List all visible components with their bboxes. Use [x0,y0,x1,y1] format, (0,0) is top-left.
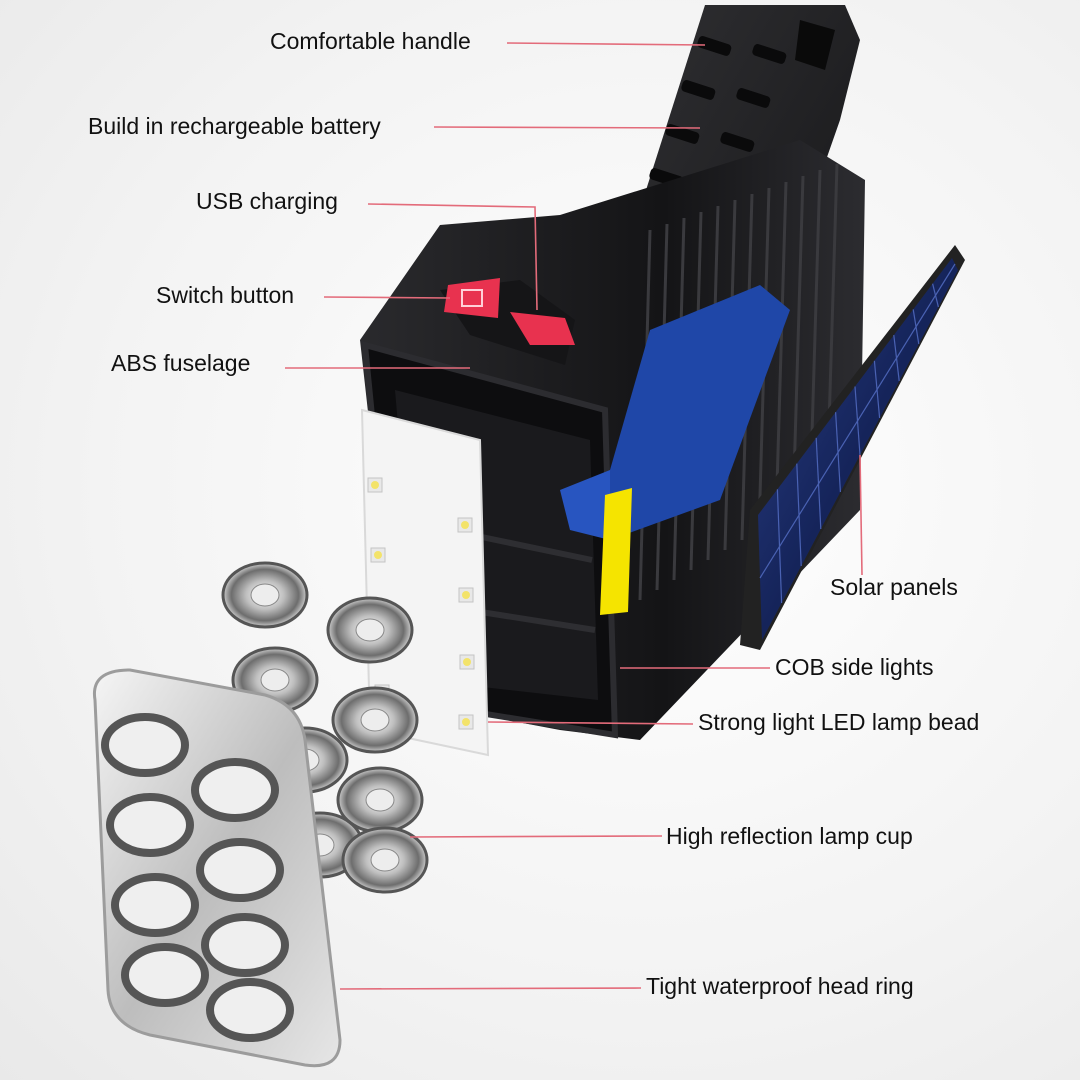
grip-slot [736,88,771,108]
label-solar-panels: Solar panels [830,574,958,600]
label-lamp-cup: High reflection lamp cup [666,823,913,849]
head-ring-hole [106,793,194,857]
led-bead-chip [462,591,470,599]
led-bead-chip [371,481,379,489]
head-ring-hole [111,873,199,937]
head-ring-hole [196,838,284,902]
leader-lines [285,42,863,990]
label-rechargeable-battery: Build in rechargeable battery [88,113,381,139]
label-switch-button: Switch button [156,282,295,308]
leader-line [506,42,706,46]
reflector-cup-center [365,788,395,812]
led-bead-chip [461,521,469,529]
grip-slot [752,44,787,64]
grip-slot [720,132,755,152]
power-icon [461,289,483,307]
led-bead-chip [462,718,470,726]
leader-line [433,126,701,129]
label-head-ring: Tight waterproof head ring [646,973,914,999]
leader-line [323,296,451,299]
switch-button-key [444,278,500,318]
head-ring-hole [101,713,189,777]
head-ring-hole [201,913,289,977]
head-ring-hole [206,978,294,1042]
battery-cell [610,285,790,540]
label-led-lamp-bead: Strong light LED lamp bead [698,709,980,735]
head-ring [92,668,342,1068]
label-abs-fuselage: ABS fuselage [111,350,251,376]
body-rib [774,181,788,521]
solar-panel [740,245,965,650]
usb-port-cover [510,312,575,345]
label-comfortable-handle: Comfortable handle [270,28,471,54]
reflector-cup-center [370,848,400,872]
reflector-cup-center [355,618,385,642]
reflector-cup-center [260,668,290,692]
grip-slot [697,36,732,56]
led-bead-chip [463,658,471,666]
grip-slot [681,80,716,100]
reflector-cup-center [360,708,390,732]
label-cob-side-lights: COB side lights [775,654,934,680]
leader-line [409,835,663,838]
cob-light-strip [600,488,632,615]
reflector-cup-center [250,583,280,607]
grip-slot [665,124,700,144]
head-ring-holes [101,713,294,1042]
head-ring-hole [191,758,279,822]
label-usb-charging: USB charging [196,188,338,214]
solar-cell-grid [759,263,956,604]
leader-line [367,203,538,311]
solar-cell-line [759,263,956,579]
leader-line [339,987,642,990]
leader-line [487,721,694,725]
led-bead-chip [374,551,382,559]
head-ring-hole [121,943,209,1007]
leader-line [859,454,863,576]
